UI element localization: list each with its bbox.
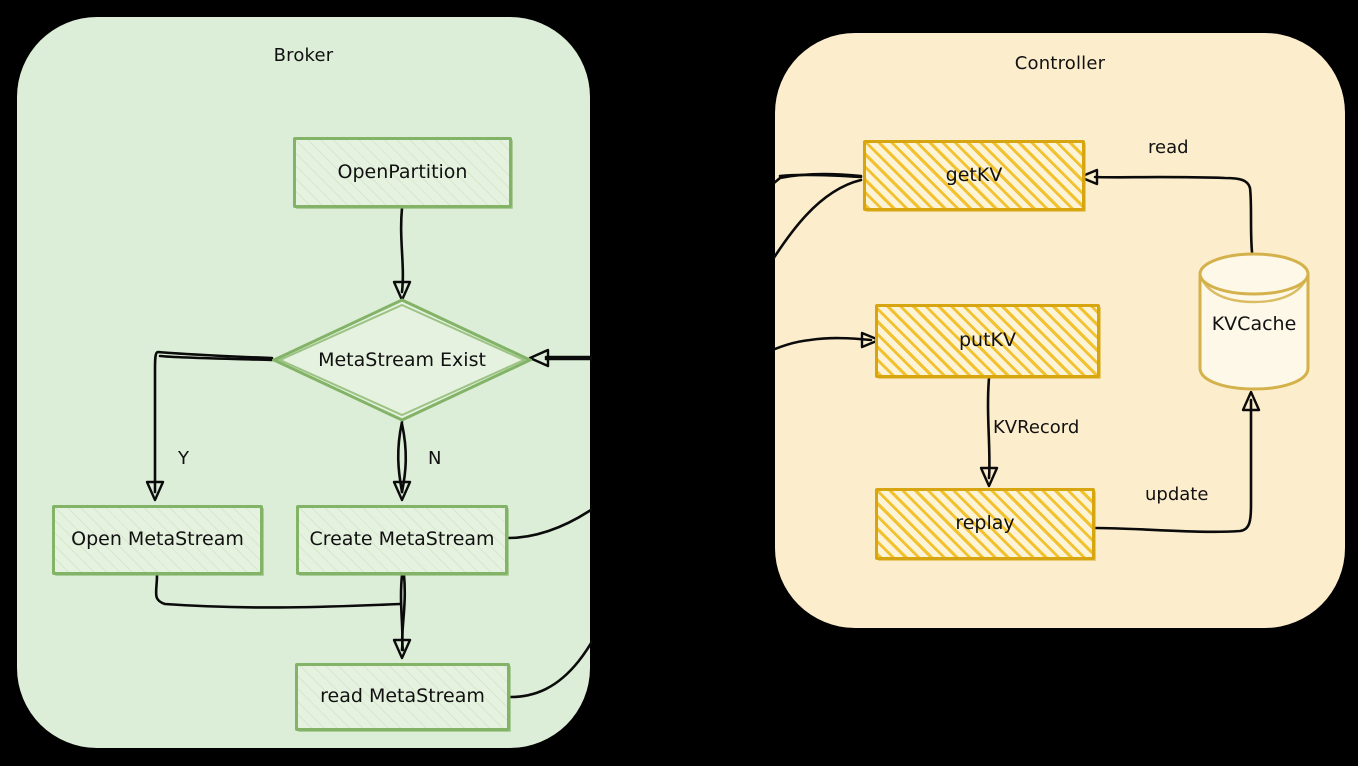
node-metastream-exist-label: MetaStream Exist <box>318 349 486 371</box>
node-read-metastream[interactable]: read MetaStream <box>295 663 510 731</box>
cylinder-shape <box>1198 252 1310 391</box>
node-open-partition-label: OpenPartition <box>337 160 468 183</box>
node-open-metastream[interactable]: Open MetaStream <box>52 505 263 575</box>
node-kvcache[interactable]: KVCache <box>1196 250 1312 392</box>
node-create-metastream-label: Create MetaStream <box>309 528 495 551</box>
edge-label-read: read <box>1148 137 1189 158</box>
node-open-partition[interactable]: OpenPartition <box>293 137 512 208</box>
node-replay[interactable]: replay <box>875 488 1095 560</box>
node-replay-label: replay <box>955 512 1015 535</box>
node-read-metastream-label: read MetaStream <box>320 685 485 708</box>
node-open-metastream-label: Open MetaStream <box>71 528 244 551</box>
node-putkv-label: putKV <box>958 329 1016 352</box>
node-getkv-label: getKV <box>945 163 1003 186</box>
edge-label-update: update <box>1145 484 1209 505</box>
diamond-shape <box>272 298 532 422</box>
edge-label-yes: Y <box>178 448 189 469</box>
node-create-metastream[interactable]: Create MetaStream <box>296 505 508 575</box>
edge-label-no: N <box>428 448 442 469</box>
controller-panel-title: Controller <box>1014 53 1106 74</box>
edge-label-kvrecord: KVRecord <box>993 417 1080 438</box>
node-putkv[interactable]: putKV <box>875 304 1100 378</box>
node-getkv[interactable]: getKV <box>863 140 1085 211</box>
node-metastream-exist[interactable]: MetaStream Exist <box>272 298 532 422</box>
node-kvcache-label: KVCache <box>1211 312 1297 335</box>
gutter-mask <box>592 0 774 766</box>
broker-panel-title: Broker <box>273 45 334 66</box>
